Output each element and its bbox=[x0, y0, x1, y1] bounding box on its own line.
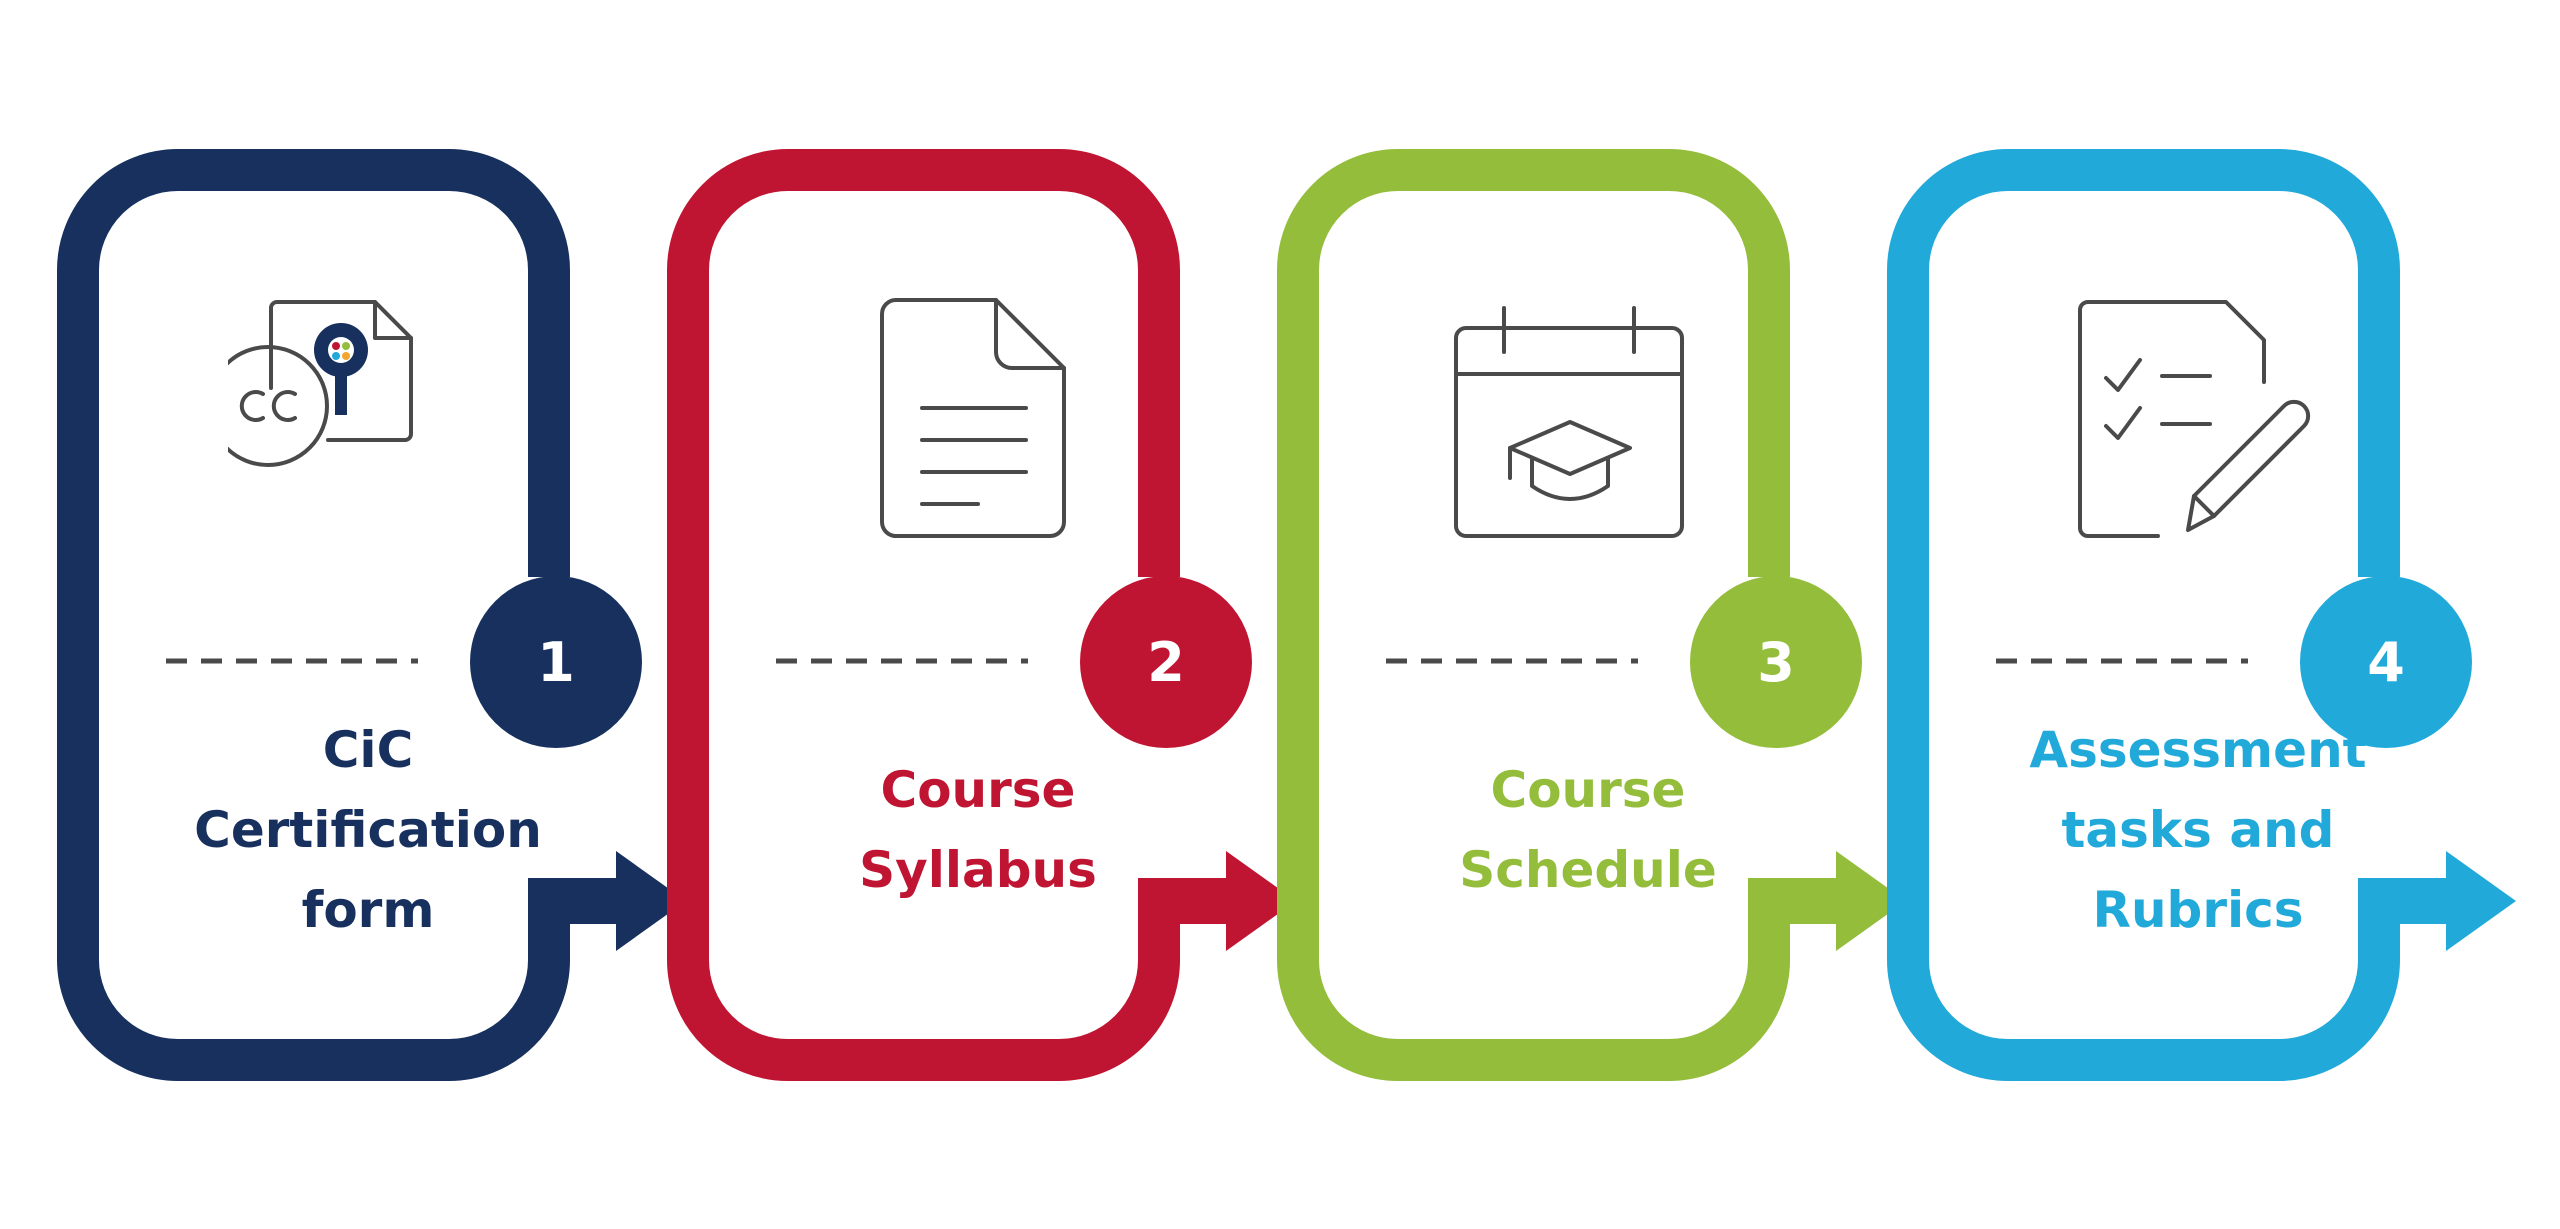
step-3-title: Course Schedule bbox=[1358, 700, 1818, 960]
step-2-frame bbox=[667, 149, 1296, 1081]
step-4-number: 4 bbox=[2367, 630, 2405, 694]
certification-form-icon bbox=[228, 300, 413, 467]
step-2-badge bbox=[1080, 576, 1252, 748]
step-1-badge bbox=[470, 576, 642, 748]
step-2: 2 Course Syllabus bbox=[667, 0, 1296, 1229]
step-3-number: 3 bbox=[1757, 630, 1795, 694]
step-3: 3 Course Schedule bbox=[1277, 0, 1906, 1229]
step-1-number: 1 bbox=[537, 630, 575, 694]
step-2-number: 2 bbox=[1147, 630, 1185, 694]
step-3-frame bbox=[1277, 149, 1906, 1081]
step-1: 1 CiC Certification form bbox=[57, 0, 686, 1229]
document-icon bbox=[880, 298, 1066, 538]
checklist-pencil-icon bbox=[2078, 300, 2311, 538]
step-2-title: Course Syllabus bbox=[748, 700, 1208, 960]
calendar-graduation-cap-icon bbox=[1454, 306, 1684, 538]
step-4-title: Assessment tasks and Rubrics bbox=[1968, 700, 2428, 960]
step-3-badge bbox=[1690, 576, 1862, 748]
step-4-title-line: Assessment bbox=[2029, 721, 2367, 779]
step-2-arrow bbox=[1138, 851, 1296, 960]
step-4-title-line: Rubrics bbox=[2092, 881, 2304, 939]
step-2-title-line: Syllabus bbox=[859, 841, 1097, 899]
step-4-badge bbox=[2300, 576, 2472, 748]
step-1-title-line: CiC bbox=[322, 721, 414, 779]
step-4: 4 Assessment tasks and Rubrics bbox=[1887, 0, 2516, 1229]
step-3-title-line: Schedule bbox=[1459, 841, 1717, 899]
step-1-arrow bbox=[528, 851, 686, 960]
step-1-title-line: form bbox=[301, 881, 435, 939]
step-1-title: CiC Certification form bbox=[138, 700, 598, 960]
step-4-frame bbox=[1887, 149, 2516, 1081]
step-2-title-line: Course bbox=[880, 761, 1076, 819]
step-3-arrow bbox=[1748, 851, 1906, 960]
step-1-title-line: Certification bbox=[194, 801, 542, 859]
step-4-title-line: tasks and bbox=[2061, 801, 2335, 859]
step-3-title-line: Course bbox=[1490, 761, 1686, 819]
step-1-frame bbox=[57, 149, 686, 1081]
step-4-arrow bbox=[2358, 851, 2516, 960]
